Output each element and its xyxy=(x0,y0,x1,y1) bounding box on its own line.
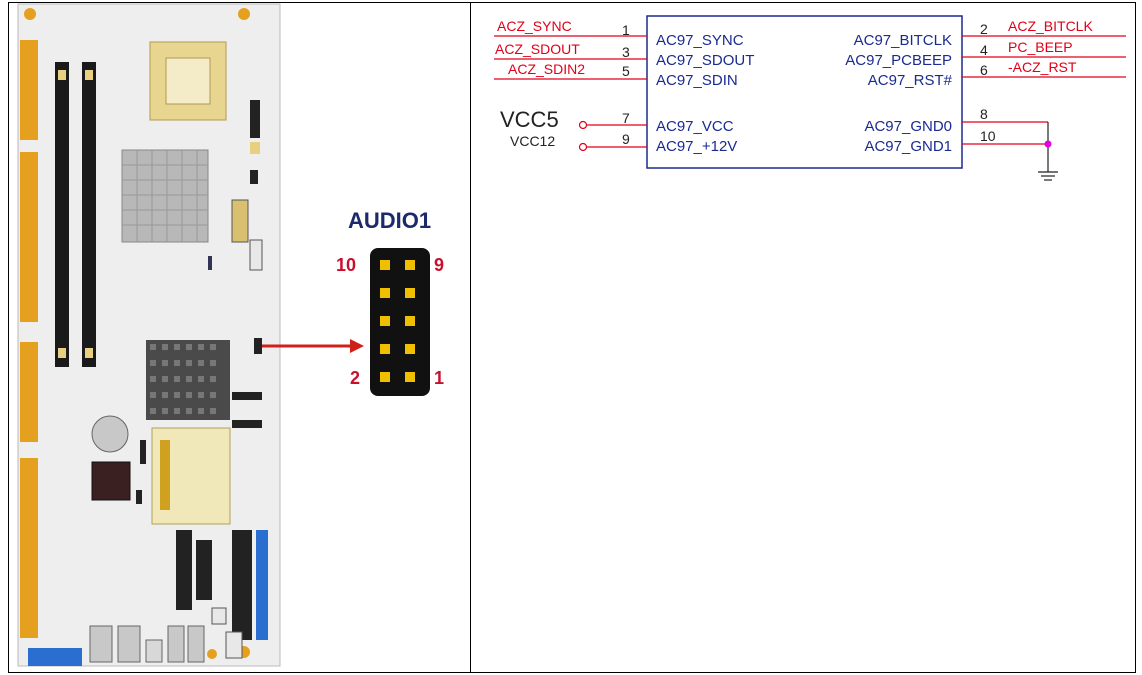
net-label-pc-beep: PC_BEEP xyxy=(1008,39,1073,55)
audio1-header-on-board xyxy=(254,338,262,354)
pin-name-ac97-pcbeep: AC97_PCBEEP xyxy=(845,52,952,69)
bios-chip xyxy=(91,461,131,501)
pin-label-10: 10 xyxy=(336,255,357,275)
audio1-connector-enlarged xyxy=(370,248,430,396)
power-terminal-icon xyxy=(578,120,588,130)
battery xyxy=(91,415,129,453)
edge-connector xyxy=(20,458,38,638)
pin-number-2: 2 xyxy=(980,21,988,37)
pin-label-1: 1 xyxy=(434,368,445,388)
pin-number-1: 1 xyxy=(622,22,630,38)
net-label-acz-sync: ACZ_SYNC xyxy=(497,18,572,34)
header xyxy=(250,100,260,138)
dimm-slot xyxy=(55,62,69,367)
ide-header xyxy=(176,530,192,610)
net-label-vcc5: VCC5 xyxy=(500,107,559,132)
net-label-vcc12: VCC12 xyxy=(510,133,556,149)
pin-name-ac97-sync: AC97_SYNC xyxy=(656,32,744,49)
power-terminal-icon xyxy=(578,142,588,152)
pin-number-6: 6 xyxy=(980,62,988,78)
mount-hole xyxy=(24,8,36,20)
dimm-slot xyxy=(82,62,96,367)
net-label-acz-sdout: ACZ_SDOUT xyxy=(495,41,580,57)
edge-connector xyxy=(20,40,38,140)
junction-dot-icon xyxy=(1044,140,1052,148)
edge-connector xyxy=(20,152,38,322)
pin-number-7: 7 xyxy=(622,110,630,126)
pin-label-9: 9 xyxy=(434,255,445,275)
ground-symbol-icon xyxy=(1038,171,1058,181)
arrow-head-icon xyxy=(350,339,364,353)
pin-name-ac97-gnd1: AC97_GND1 xyxy=(864,138,952,155)
pin-label-2: 2 xyxy=(350,368,361,388)
pin-number-10: 10 xyxy=(980,128,996,144)
figure-frame xyxy=(8,2,1136,673)
edge-connector xyxy=(20,342,38,442)
slot-blue xyxy=(256,530,268,640)
pin-name-ac97-vcc: AC97_VCC xyxy=(656,118,734,135)
net-label-acz-sdin2: ACZ_SDIN2 xyxy=(508,61,586,77)
pin-number-5: 5 xyxy=(622,63,630,79)
motherboard-illustration xyxy=(17,3,430,667)
pin-number-4: 4 xyxy=(980,42,988,58)
net-label-acz-rst: -ACZ_RST xyxy=(1008,59,1077,75)
pin-number-3: 3 xyxy=(622,44,630,60)
pin-name-ac97-bitclk: AC97_BITCLK xyxy=(853,32,952,49)
vga-port xyxy=(28,648,82,666)
pin-name-ac97-sdout: AC97_SDOUT xyxy=(656,52,755,69)
connector-title: AUDIO1 xyxy=(348,208,432,233)
pin-number-9: 9 xyxy=(622,131,630,147)
mount-hole xyxy=(238,8,250,20)
pin-name-ac97-rst: AC97_RST# xyxy=(867,72,952,89)
pin-name-ac97-sdin: AC97_SDIN xyxy=(656,72,738,89)
panel-divider xyxy=(470,2,471,673)
ic-box xyxy=(646,15,963,169)
pin-name-ac97-gnd0: AC97_GND0 xyxy=(864,118,952,135)
net-label-acz-bitclk: ACZ_BITCLK xyxy=(1008,18,1093,34)
pin-name-ac97-12v: AC97_+12V xyxy=(656,138,738,155)
pin-number-8: 8 xyxy=(980,106,988,122)
